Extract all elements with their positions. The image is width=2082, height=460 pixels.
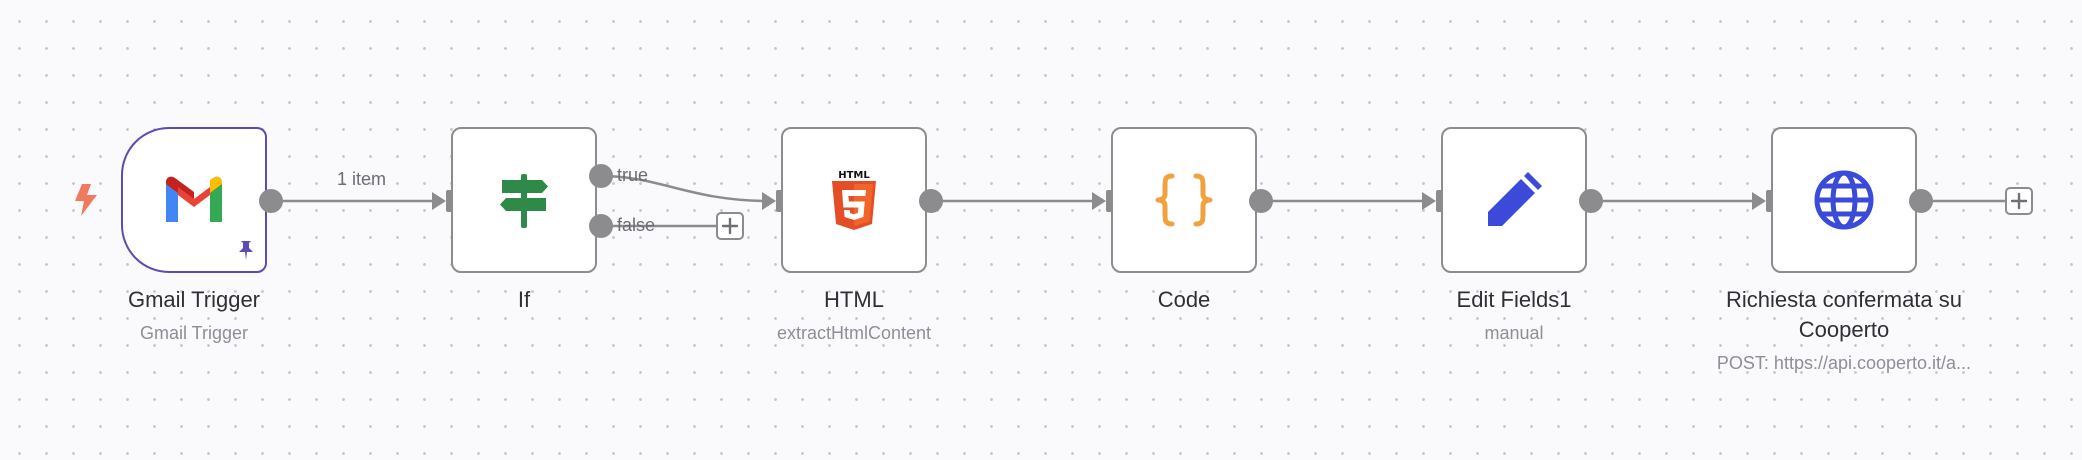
node-title-code: Code xyxy=(1157,287,1211,312)
pin-icon[interactable] xyxy=(235,239,257,261)
node-subtitle-gmail-trigger: Gmail Trigger xyxy=(139,323,249,343)
html5-icon: HTML xyxy=(822,168,886,232)
node-html[interactable]: HTML xyxy=(781,127,927,273)
node-title-http-line1: Richiesta confermata su xyxy=(1726,287,1962,312)
arrowhead-code xyxy=(1092,192,1106,210)
node-code[interactable] xyxy=(1111,127,1257,273)
arrowhead-edit xyxy=(1422,192,1436,210)
edge-label-true: true xyxy=(617,165,649,185)
plus-icon xyxy=(721,217,739,235)
plus-icon xyxy=(2010,192,2028,210)
node-title-http-line2: Cooperto xyxy=(1798,317,1890,342)
add-node-button-if-false[interactable] xyxy=(716,212,744,240)
node-gmail-trigger[interactable] xyxy=(121,127,267,273)
output-handle-if-true[interactable] xyxy=(589,164,613,188)
output-handle-code[interactable] xyxy=(1249,189,1273,213)
add-node-button-end[interactable] xyxy=(2005,187,2033,215)
curly-braces-icon xyxy=(1152,168,1216,232)
output-handle-gmail[interactable] xyxy=(259,189,283,213)
globe-icon xyxy=(1812,168,1876,232)
node-subtitle-html: extractHtmlContent xyxy=(776,323,932,343)
edge-label-false: false xyxy=(617,215,656,235)
edge-label-items: 1 item xyxy=(337,169,387,189)
gmail-icon xyxy=(162,168,226,232)
output-handle-html[interactable] xyxy=(919,189,943,213)
node-title-gmail-trigger: Gmail Trigger xyxy=(127,287,261,312)
svg-text:HTML: HTML xyxy=(838,170,870,181)
arrowhead-html xyxy=(762,192,776,210)
node-title-if: If xyxy=(517,287,531,312)
connection-if-true-to-html xyxy=(599,174,771,203)
node-title-edit-fields: Edit Fields1 xyxy=(1456,287,1572,312)
node-subtitle-edit-fields: manual xyxy=(1484,323,1544,343)
output-handle-http[interactable] xyxy=(1909,189,1933,213)
node-subtitle-http: POST: https://api.cooperto.it/a... xyxy=(1716,353,1972,373)
arrowhead-if xyxy=(432,192,446,210)
pencil-icon xyxy=(1482,168,1546,232)
signpost-icon xyxy=(492,168,556,232)
arrowhead-http xyxy=(1752,192,1766,210)
node-title-html: HTML xyxy=(824,287,884,312)
output-handle-if-false[interactable] xyxy=(589,214,613,238)
node-if[interactable] xyxy=(451,127,597,273)
trigger-bolt-icon xyxy=(73,183,99,217)
node-edit-fields[interactable] xyxy=(1441,127,1587,273)
node-http-request[interactable] xyxy=(1771,127,1917,273)
output-handle-edit-fields[interactable] xyxy=(1579,189,1603,213)
